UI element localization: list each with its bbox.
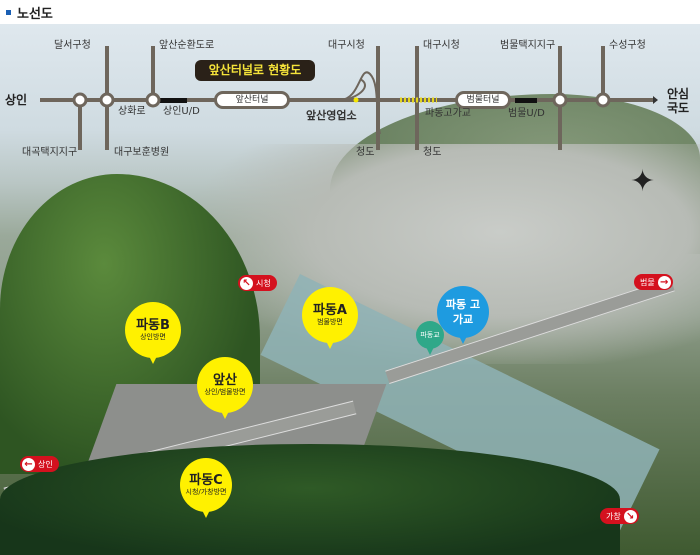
section-title: 노선도 bbox=[17, 6, 53, 22]
top-label: 범물택지지구 bbox=[500, 40, 556, 51]
bullet-icon bbox=[6, 9, 11, 15]
marker-name: 파동 고가교 bbox=[445, 298, 481, 326]
marker-name: 파동B bbox=[136, 318, 170, 333]
marker-padong-c[interactable]: 파동C 시청/가창방면 bbox=[180, 458, 232, 518]
line-label: 파동고가교 bbox=[425, 108, 471, 119]
sign-label: 범물 bbox=[640, 277, 655, 287]
marker-sub: 시청/가창방면 bbox=[185, 488, 227, 496]
marker-padong-a[interactable]: 파동A 범물방면 bbox=[302, 287, 358, 349]
marker-name: 파동교 bbox=[420, 330, 440, 339]
sign-label: 상인 bbox=[38, 459, 53, 469]
line-label: 앞산영업소 bbox=[306, 109, 357, 122]
marker-padong-b[interactable]: 파동B 상인방면 bbox=[125, 302, 181, 364]
line-label: 상화로 bbox=[118, 106, 146, 117]
arrow-right-icon: → bbox=[657, 275, 671, 289]
arrow-icon: ↖ bbox=[240, 276, 253, 290]
sign-label: 가창 bbox=[606, 511, 621, 521]
tunnel-beommul: 범물터널 bbox=[455, 91, 511, 109]
direction-sign-sangin: ←상인 bbox=[20, 456, 59, 472]
bottom-label: 청도 bbox=[356, 147, 375, 158]
diagram-title: 앞산터널로 현황도 bbox=[195, 60, 315, 81]
arrow-down-right-icon: ↘ bbox=[623, 509, 637, 523]
compass-icon: ✦ bbox=[630, 164, 656, 199]
arrow-left-icon: ← bbox=[22, 457, 35, 471]
section-header: 노선도 bbox=[0, 0, 700, 24]
line-label: 상인U/D bbox=[163, 106, 200, 117]
route-map: 앞산터널로 현황도 앞산터널 범물터널 상인 안심 국도 달서구청 앞산순환도로… bbox=[0, 24, 700, 555]
top-label: 달서구청 bbox=[54, 40, 91, 51]
route-diagram bbox=[40, 46, 658, 150]
marker-name: 앞산 bbox=[213, 373, 237, 388]
end-west: 상인 bbox=[5, 93, 28, 107]
top-label: 앞산순환도로 bbox=[159, 40, 215, 51]
marker-sub: 범물방면 bbox=[317, 318, 343, 326]
forest bbox=[0, 444, 620, 555]
direction-sign-gachang: ↘가창 bbox=[600, 508, 639, 524]
junction-nodes bbox=[72, 92, 611, 108]
marker-apsan[interactable]: 앞산 상인/범물방면 bbox=[197, 357, 253, 419]
tunnel-apsan: 앞산터널 bbox=[214, 91, 290, 109]
sign-label: 시청 bbox=[256, 278, 271, 288]
top-label: 대구시청 bbox=[423, 40, 460, 51]
marker-padong-overpass[interactable]: 파동 고가교 bbox=[437, 286, 489, 344]
marker-sub: 상인방면 bbox=[140, 333, 166, 341]
bottom-label: 대곡택지지구 bbox=[22, 147, 78, 158]
line-label: 범물U/D bbox=[508, 108, 545, 119]
top-label: 수성구청 bbox=[609, 40, 646, 51]
direction-sign-beommul: →범물 bbox=[634, 274, 673, 290]
direction-sign-sicheong: ↖시청 bbox=[238, 275, 277, 291]
marker-padong-bridge[interactable]: 파동교 bbox=[416, 321, 444, 355]
marker-sub: 상인/범물방면 bbox=[204, 388, 246, 396]
top-label: 대구시청 bbox=[328, 40, 365, 51]
end-east: 안심 국도 bbox=[667, 87, 690, 115]
marker-name: 파동C bbox=[189, 473, 223, 488]
marker-name: 파동A bbox=[313, 303, 347, 318]
bottom-label: 청도 bbox=[423, 147, 442, 158]
bottom-label: 대구보훈병원 bbox=[114, 147, 170, 158]
